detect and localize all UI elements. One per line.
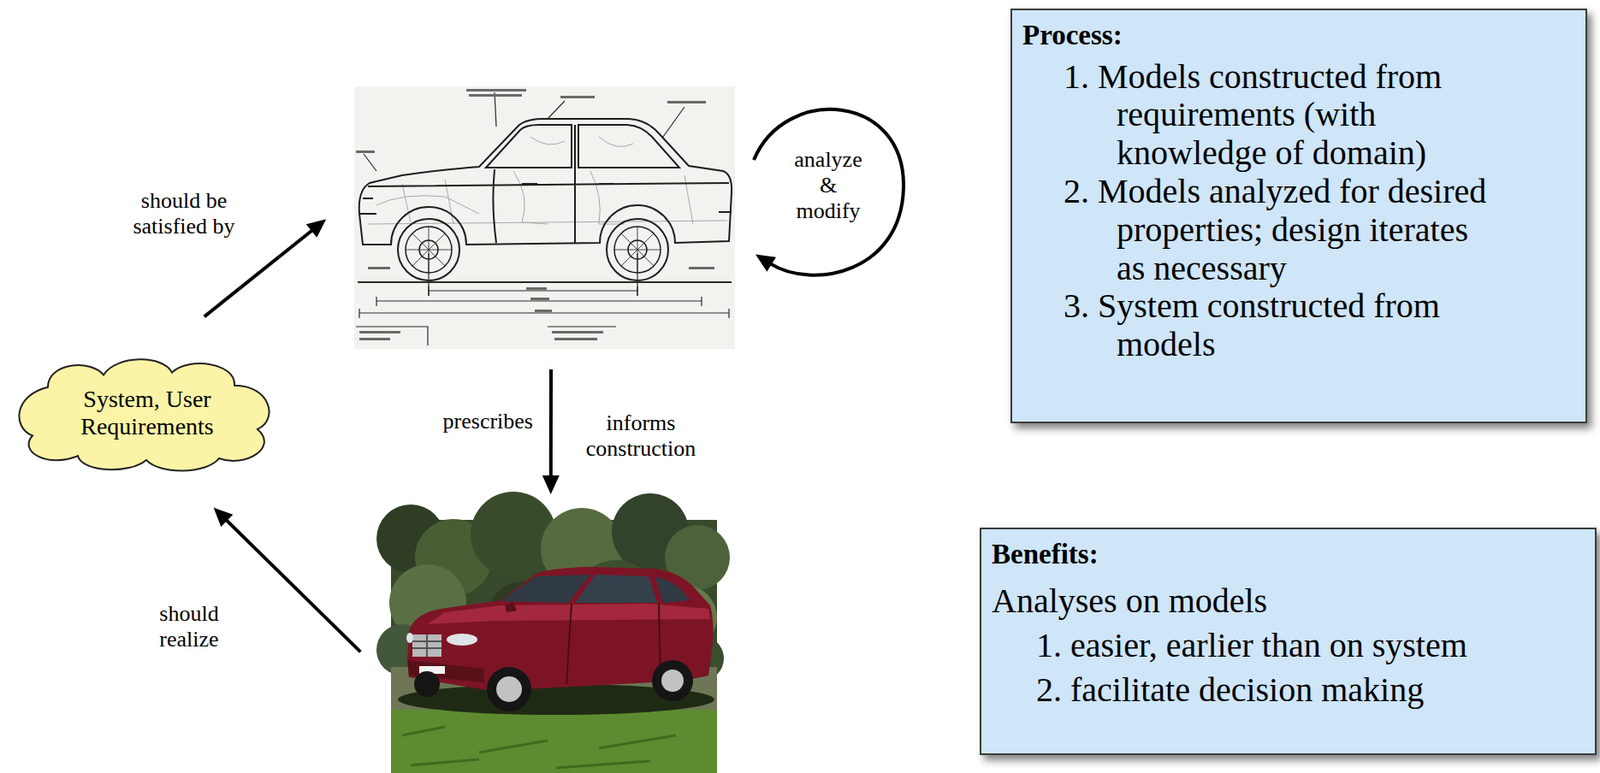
edge-label: analyze & modify: [787, 147, 870, 225]
body-text: Analyses on models: [991, 579, 1583, 624]
photo-car-rear-window: [655, 577, 690, 604]
photo-car-side-window: [574, 574, 658, 604]
blueprint-fine-print-part: [530, 297, 550, 301]
built-car: [391, 520, 718, 773]
photo-car-headlight: [446, 634, 478, 646]
photo-grass-streaks: [402, 727, 676, 769]
photo-car-grille: [412, 634, 442, 658]
photo-car-highlight: [427, 604, 711, 625]
connector-arrow: [542, 369, 560, 495]
photo-car-grille-bars: [412, 634, 442, 658]
blueprint-ghost-lines-part: [530, 136, 634, 148]
edge-label: prescribes: [441, 408, 535, 435]
box-heading: Benefits:: [991, 538, 1583, 573]
blueprint-model: [354, 86, 735, 350]
blueprint-fine-print-part: [468, 94, 522, 97]
blueprint-car-outline-part: [521, 183, 615, 185]
blueprint-dimension-lines-part: [355, 326, 617, 346]
benefits-box: Benefits: Analyses on models1. easier, ea…: [979, 527, 1597, 756]
blueprint-fine-print: [355, 88, 715, 341]
blueprint-dimension-lines-part: [376, 296, 702, 307]
process-box: Process: 1. Models constructed from requi…: [1010, 8, 1588, 424]
blueprint-wheels: [397, 219, 669, 281]
photo-car-body: [407, 567, 714, 692]
blueprint-ghost-lines-part: [590, 171, 625, 225]
blueprint-car-outline-part: [485, 124, 572, 168]
blueprint-car-outline-part: [359, 118, 732, 245]
photo-car-hub: [661, 669, 684, 693]
blueprint-fine-print-part: [359, 337, 391, 341]
blueprint-dimension-lines-part: [363, 92, 685, 172]
requirements-cloud: System, User Requirements: [10, 351, 285, 475]
edge-label: should be satisfied by: [122, 188, 246, 240]
photo-car-hub: [496, 676, 522, 703]
arrow-line: [204, 230, 314, 318]
blueprint-dimension-lines-part: [359, 308, 729, 319]
blueprint-dimension-lines-part: [357, 281, 732, 284]
list-item: 2. Models analyzed for desired propertie…: [1022, 172, 1574, 288]
arrow-line: [225, 520, 361, 653]
blueprint-fine-print-part: [526, 287, 547, 291]
list-item: 3. System constructed from models: [1022, 287, 1574, 365]
box-heading: Process:: [1022, 18, 1574, 54]
edge-note: informs construction: [579, 410, 703, 463]
photo-car-wheel: [651, 660, 694, 702]
list-item: 2. facilitate decision making: [991, 668, 1583, 713]
car-blueprint-part: [354, 86, 735, 350]
blueprint-ghost-lines-part: [367, 220, 728, 225]
connector-arrow: [753, 109, 904, 276]
blueprint-fine-print-part: [667, 100, 706, 104]
car-blueprint: [354, 86, 735, 350]
arrow-line: [549, 369, 553, 478]
photo-car-wheel: [486, 667, 532, 712]
photo-car-windshield: [500, 574, 591, 604]
blueprint-fine-print-part: [359, 331, 401, 334]
blueprint-car-outline: [359, 118, 732, 245]
photo-car-mirror: [504, 602, 517, 613]
edge-label: should realize: [140, 601, 238, 653]
car-photo: [376, 491, 730, 773]
blueprint-ghost-lines-part: [376, 195, 480, 214]
blueprint-fine-print-part: [534, 309, 552, 313]
cloud-outline: [18, 359, 269, 471]
blueprint-fine-print-part: [560, 95, 595, 99]
list-item: 1. easier, earlier than on system: [991, 623, 1583, 669]
blueprint-fine-print-part: [466, 88, 527, 92]
blueprint-fine-print-part: [367, 266, 391, 270]
loop-line: [753, 109, 904, 276]
blueprint-ghost-lines-part: [402, 175, 694, 225]
blueprint-car-outline-part: [367, 124, 729, 243]
arrow-head: [542, 475, 560, 495]
photo-car-wheel: [414, 671, 440, 698]
photo-grass: [391, 710, 718, 773]
blueprint-dimension-lines-part: [428, 253, 638, 297]
photo-foliage-part: [470, 491, 557, 578]
arrow-head: [755, 254, 777, 272]
blueprint-ghost-lines-part: [513, 171, 548, 225]
blueprint-car-outline-part: [359, 198, 732, 214]
blueprint-fine-print-part: [554, 337, 598, 341]
blueprint-car-outline-part: [578, 124, 680, 168]
blueprint-dimension-lines: [355, 92, 732, 346]
blueprint-dimension-lines-part: [428, 286, 638, 297]
blueprint-fine-print-part: [688, 266, 715, 270]
blueprint-fine-print-part: [355, 150, 375, 154]
photo-car-door-line: [566, 604, 661, 685]
cloud-text: System, User Requirements: [48, 385, 246, 441]
blueprint-fine-print-part: [551, 331, 604, 334]
list-item: 1. Models constructed from requirements …: [1022, 58, 1574, 173]
photo-car-headlight: [406, 633, 414, 644]
arrow-head: [306, 219, 326, 238]
arrow-head: [213, 508, 234, 528]
